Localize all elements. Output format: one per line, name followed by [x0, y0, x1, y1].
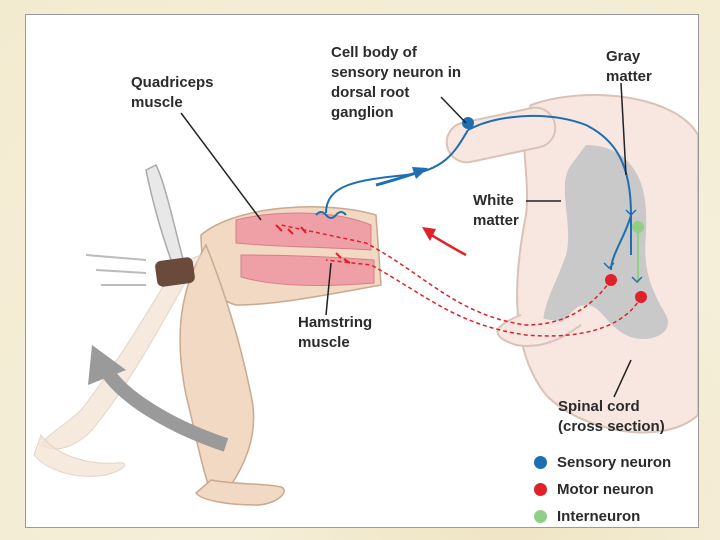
motor-axon-quadriceps	[280, 224, 612, 326]
interneuron-cell-body	[632, 221, 644, 233]
cell-body-label-line: Cell body of	[331, 44, 417, 61]
sensory-neuron-path	[315, 114, 632, 271]
legend-item-sensory: Sensory neuron	[534, 449, 671, 476]
quadriceps-label-line: Quadriceps	[131, 74, 214, 91]
hamstring-muscle	[240, 254, 375, 286]
hammer-head	[155, 257, 195, 287]
leader-spinal-cord	[613, 359, 632, 398]
hammer-handle	[145, 163, 187, 274]
motor-axon-hamstring	[325, 259, 642, 337]
label-leader-lines	[180, 82, 632, 398]
spinal-cord-cross-section	[445, 94, 698, 434]
gray-matter-region	[543, 145, 668, 339]
sensory-neuron-dot-icon	[534, 456, 547, 469]
sensory-cell-body	[462, 117, 474, 129]
reflex-hammer	[85, 163, 195, 287]
spinal-cord-label: Spinal cord (cross section)	[558, 397, 665, 437]
legend: Sensory neuron Motor neuron Interneuron	[534, 449, 671, 527]
quadriceps-label: Quadriceps muscle	[131, 73, 214, 113]
white-matter-label: White matter	[473, 191, 519, 231]
hamstring-label-line: Hamstring	[298, 314, 373, 331]
motor-neuron-cell-body-2	[635, 291, 647, 303]
muscle-spindle	[315, 211, 347, 219]
cell-body-label-line: sensory neuron in	[331, 64, 462, 81]
gray-matter-label: Gray matter	[606, 47, 652, 87]
leader-quadriceps	[180, 112, 262, 221]
legend-label: Interneuron	[557, 508, 641, 525]
sensory-axon-central	[467, 114, 632, 255]
motor-neuron-path	[275, 224, 647, 337]
leg-movement-arrow	[100, 366, 229, 452]
legend-label: Sensory neuron	[557, 454, 672, 471]
leader-hamstring	[325, 262, 332, 316]
cell-body-label: Cell body of sensory neuron in dorsal ro…	[331, 43, 461, 123]
reflex-diagram	[33, 82, 698, 506]
leg	[33, 206, 382, 506]
hamstring-label-line: muscle	[298, 334, 350, 351]
ghost-foot	[33, 433, 126, 477]
synapse-markers	[603, 209, 643, 284]
quadriceps-label-line: muscle	[131, 94, 183, 111]
motor-neuron-dot-icon	[534, 483, 547, 496]
legend-item-motor: Motor neuron	[534, 476, 671, 503]
sensory-direction-arrow	[375, 171, 417, 187]
motor-direction-arrow	[427, 231, 467, 257]
motor-neuron-cell-body-1	[605, 274, 617, 286]
leader-cell-body	[440, 96, 467, 124]
neuromuscular-junctions	[275, 224, 351, 264]
spinal-cord-label-line: (cross section)	[558, 418, 665, 435]
interneuron-dot-icon	[534, 510, 547, 523]
diagram-frame: Cell body of sensory neuron in dorsal ro…	[25, 14, 699, 528]
gray-matter-label-line: Gray	[606, 48, 641, 65]
white-matter-label-line: White	[473, 192, 514, 209]
motor-arrowhead	[422, 227, 436, 241]
legend-item-interneuron: Interneuron	[534, 503, 671, 527]
interneuron-path	[603, 209, 644, 284]
leader-gray-matter	[620, 82, 627, 176]
foot	[194, 479, 285, 506]
motion-lines	[85, 254, 147, 286]
spinal-cord-label-line: Spinal cord	[558, 398, 640, 415]
dorsal-root	[445, 106, 557, 164]
sensory-arrowhead	[412, 167, 428, 179]
leg-movement-arrowhead	[88, 345, 126, 385]
gray-matter-label-line: matter	[606, 68, 652, 85]
cell-body-label-line: ganglion	[331, 104, 394, 121]
white-matter-label-line: matter	[473, 212, 519, 229]
hamstring-label: Hamstring muscle	[298, 313, 372, 353]
legend-label: Motor neuron	[557, 481, 654, 498]
cell-body-label-line: dorsal root	[331, 84, 410, 101]
